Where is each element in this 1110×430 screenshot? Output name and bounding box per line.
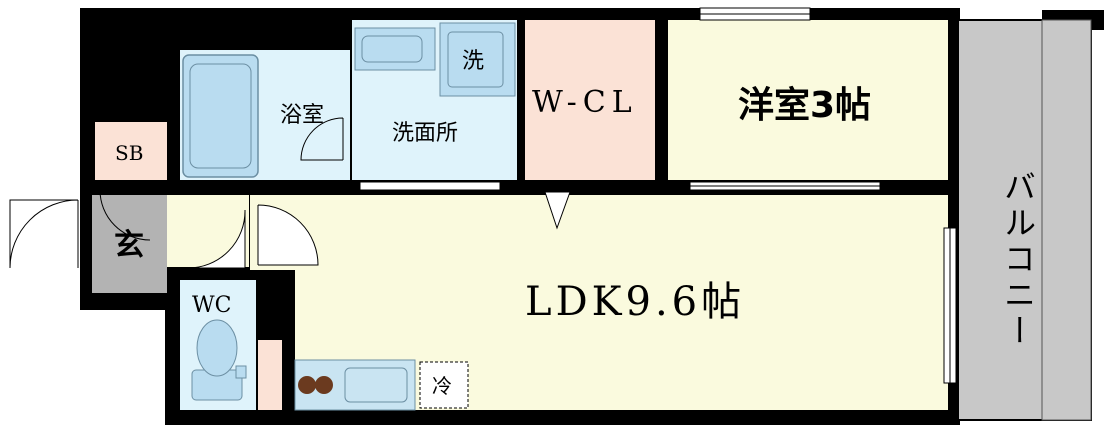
wcl-room <box>525 20 655 180</box>
entrance-label: 玄 <box>114 228 144 263</box>
toilet-paper <box>235 365 247 379</box>
washbasin-bowl <box>361 35 423 63</box>
washer-label: 洗 <box>462 49 484 74</box>
front-door-swing <box>9 199 79 269</box>
bathroom-label: 浴室 <box>280 103 324 128</box>
washroom-sliding-door <box>359 181 501 191</box>
bathroom-door-swing <box>300 117 344 161</box>
wcl-label: W-CL <box>532 85 638 120</box>
stove-burner-left <box>298 376 316 394</box>
ldk-door-swing <box>257 204 319 266</box>
washroom-label: 洗面所 <box>392 121 458 146</box>
wc-label: WC <box>192 293 231 318</box>
ldk-label: LDK9.6帖 <box>525 279 745 325</box>
wc-wall-strip <box>258 340 282 410</box>
sb-room <box>95 122 167 180</box>
western-room <box>668 20 948 180</box>
bathtub-inner <box>189 63 252 169</box>
stove-burner-right <box>315 376 333 394</box>
kitchen-sink <box>344 367 408 403</box>
balcony-label: バルコニー <box>999 170 1037 350</box>
toilet-bowl <box>196 319 238 377</box>
sb-door-swing <box>99 189 151 241</box>
sb-label: SB <box>115 141 143 165</box>
washer-inner <box>447 31 504 88</box>
fridge-space <box>419 361 469 409</box>
wcl-door-mark <box>544 191 571 230</box>
wc-door-swing <box>187 209 246 269</box>
balcony-railing <box>1041 19 1092 421</box>
fridge-label: 冷 <box>432 374 452 398</box>
western-room-label: 洋室3帖 <box>738 85 871 126</box>
